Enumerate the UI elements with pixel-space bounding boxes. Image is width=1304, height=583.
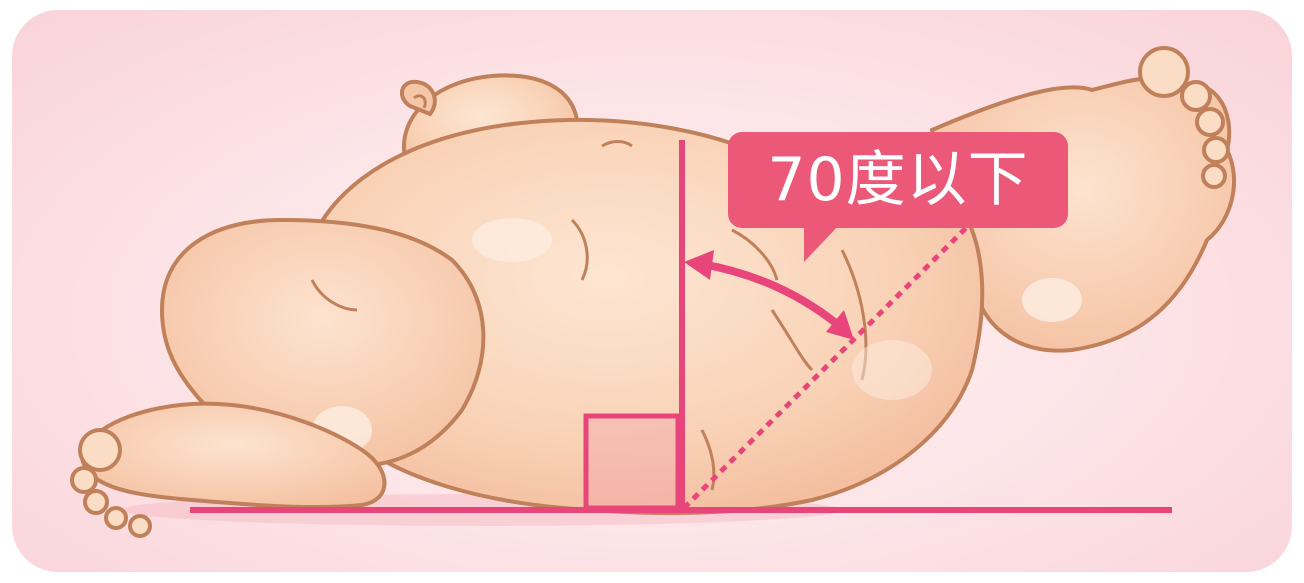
- callout-box: [728, 132, 1068, 228]
- raised-foot-toe: [1201, 163, 1227, 189]
- right-angle-marker: [583, 413, 681, 511]
- resting-foot-toe: [78, 428, 122, 472]
- resting-foot-toe: [70, 466, 98, 494]
- resting-foot-toe: [128, 514, 152, 538]
- raised-foot-toe: [1195, 107, 1225, 137]
- resting-foot-toe: [104, 506, 128, 530]
- baby-lying-illustration: [70, 46, 1236, 538]
- raised-foot-toe: [1202, 136, 1230, 164]
- resting-leg: [80, 401, 387, 510]
- raised-foot-toe: [1138, 46, 1190, 98]
- angle-arc-arrow: [698, 260, 846, 332]
- angle-callout: 70度以下: [728, 132, 1068, 262]
- arrowhead-left-icon: [684, 250, 714, 280]
- callout-tail: [804, 224, 840, 262]
- arrowhead-right-icon: [826, 310, 854, 340]
- leg-angle-line: [682, 222, 972, 510]
- callout-label: 70度以下: [767, 145, 1029, 215]
- baby-ear: [400, 79, 437, 117]
- resting-foot-toe: [83, 489, 109, 515]
- illustration-panel: 70度以下: [12, 10, 1292, 572]
- raised-foot-toe: [1180, 80, 1212, 112]
